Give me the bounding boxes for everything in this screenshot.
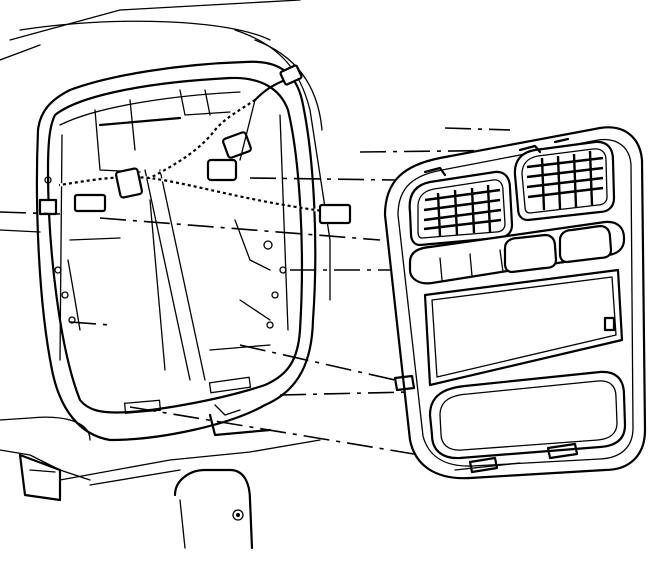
- lower-bracket: [18, 413, 272, 550]
- display-opening: [423, 268, 624, 387]
- lower-storage-opening: [428, 370, 627, 460]
- control-button-row: [408, 220, 626, 285]
- bezel-trim-panel: [383, 126, 647, 480]
- air-vent-left: [408, 170, 514, 247]
- vent-right-slats: [526, 150, 604, 211]
- dashboard-outline: [0, 0, 331, 486]
- air-vent-right: [513, 140, 616, 222]
- alignment-lines: [0, 127, 541, 456]
- vent-left-slats: [423, 184, 502, 237]
- dashboard-opening: [35, 60, 317, 442]
- wiring-harness: [38, 64, 352, 225]
- bezel-clips: [393, 137, 579, 474]
